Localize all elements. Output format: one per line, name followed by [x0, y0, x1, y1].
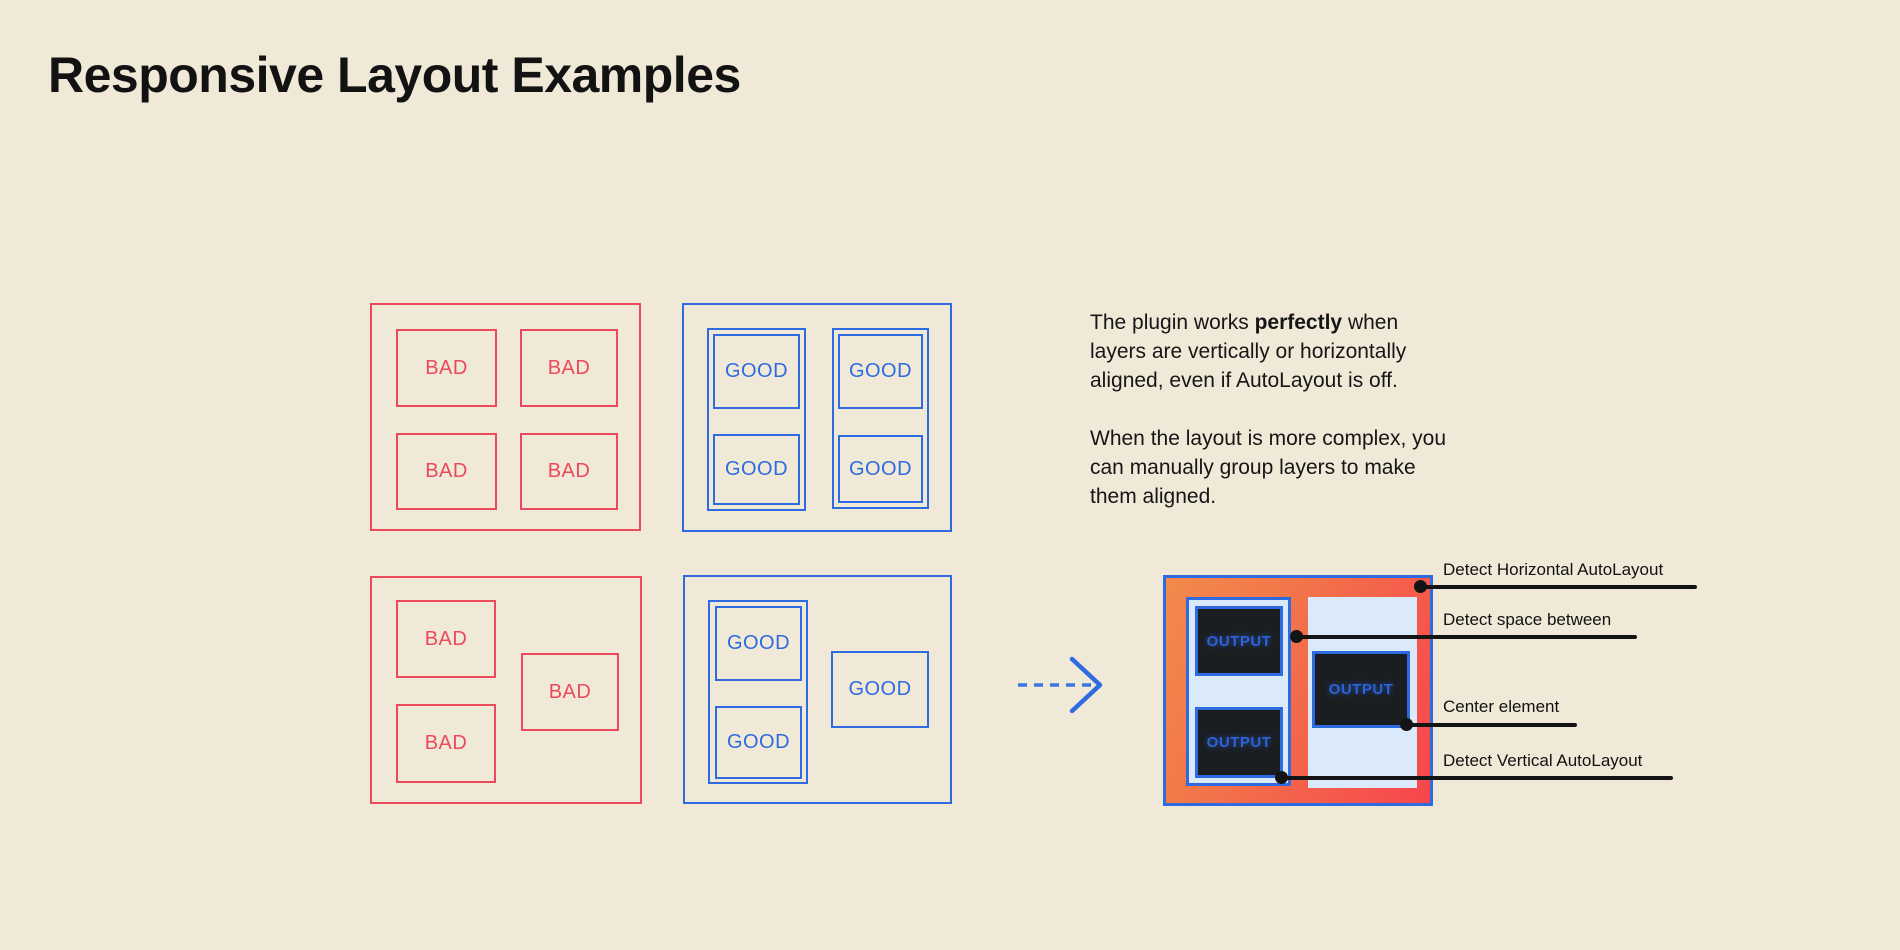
bad-box: BAD — [396, 329, 497, 407]
annotation-line — [1296, 635, 1637, 639]
good-box: GOOD — [838, 435, 923, 503]
good-box: GOOD — [831, 651, 929, 728]
output-label: OUTPUT — [1328, 681, 1394, 698]
good-column-wrapper: GOOD GOOD — [708, 600, 808, 784]
bad-box: BAD — [396, 600, 496, 678]
bad-label: BAD — [425, 460, 468, 482]
annotation-label: Detect space between — [1443, 610, 1612, 629]
bad-label: BAD — [548, 680, 592, 703]
bad-box: BAD — [521, 653, 619, 731]
good-label: GOOD — [724, 360, 789, 382]
description-line: The plugin works perfectly when — [1090, 308, 1446, 337]
bad-box: BAD — [520, 433, 618, 510]
output-box: OUTPUT — [1195, 606, 1283, 676]
annotation-line — [1281, 776, 1673, 780]
bad-label: BAD — [424, 732, 468, 754]
good-label: GOOD — [848, 360, 913, 382]
output-box-center: OUTPUT — [1312, 651, 1410, 728]
annotation-label: Detect Vertical AutoLayout — [1443, 751, 1643, 770]
good-label: GOOD — [848, 678, 912, 700]
output-diagram: OUTPUT OUTPUT OUTPUT — [1163, 575, 1433, 806]
bad-box: BAD — [520, 329, 618, 407]
bad-box: BAD — [396, 433, 497, 510]
good-box: GOOD — [715, 606, 802, 681]
output-box: OUTPUT — [1195, 707, 1283, 778]
desc-text: when — [1342, 311, 1399, 334]
annotation-line — [1406, 723, 1577, 727]
bad-box: BAD — [396, 704, 496, 783]
good-label: GOOD — [848, 457, 913, 480]
annotation-label: Center element — [1443, 697, 1560, 716]
bad-label: BAD — [424, 627, 468, 650]
bad-group-aligned: BAD BAD BAD BAD — [370, 303, 641, 531]
output-label: OUTPUT — [1206, 734, 1272, 751]
description-text: The plugin works perfectly when layers a… — [1090, 308, 1446, 511]
result-arrow-icon — [1018, 656, 1103, 714]
good-label: GOOD — [726, 731, 791, 753]
description-line: them aligned. — [1090, 485, 1217, 508]
good-column-wrapper: GOOD GOOD — [832, 328, 929, 509]
good-label: GOOD — [726, 632, 791, 654]
good-box: GOOD — [838, 334, 923, 409]
page-title: Responsive Layout Examples — [48, 47, 741, 103]
good-column-wrapper: GOOD GOOD — [707, 328, 806, 511]
annotation-label: Detect Horizontal AutoLayout — [1443, 560, 1664, 579]
bad-label: BAD — [547, 460, 591, 482]
bad-label: BAD — [425, 356, 468, 379]
good-group-unaligned: GOOD GOOD GOOD — [683, 575, 952, 804]
desc-text-bold: perfectly — [1254, 311, 1343, 334]
output-label: OUTPUT — [1206, 632, 1272, 650]
description-line: aligned, even if AutoLayout is off. — [1090, 369, 1398, 392]
good-box: GOOD — [715, 706, 802, 779]
output-vertical-group: OUTPUT OUTPUT — [1186, 597, 1291, 786]
description-line: can manually group layers to make — [1090, 456, 1416, 479]
good-box: GOOD — [713, 434, 800, 505]
good-label: GOOD — [724, 458, 789, 480]
good-box: GOOD — [713, 334, 800, 409]
bad-label: BAD — [547, 356, 591, 379]
desc-text: The plugin works — [1090, 311, 1255, 334]
description-line: When the layout is more complex, you — [1090, 427, 1446, 450]
bad-group-unaligned: BAD BAD BAD — [370, 576, 642, 804]
good-group-aligned: GOOD GOOD GOOD GOOD — [682, 303, 952, 532]
annotation-line — [1420, 585, 1697, 589]
description-line: layers are vertically or horizontally — [1090, 340, 1407, 363]
